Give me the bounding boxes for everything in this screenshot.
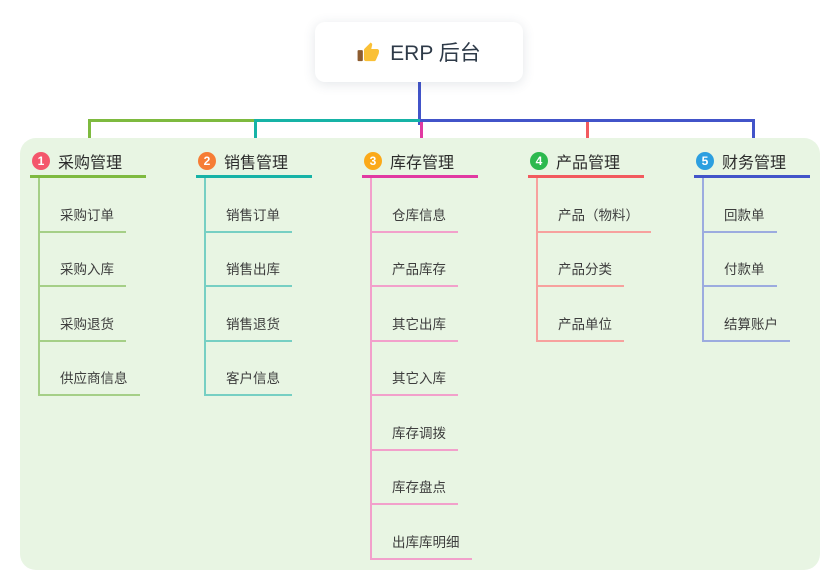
child-row: 销售出库: [206, 233, 312, 287]
root-node[interactable]: ERP 后台: [315, 22, 523, 82]
child-node[interactable]: 采购退货: [40, 313, 126, 342]
branch-label: 采购管理: [58, 154, 123, 172]
branch-connector: [419, 119, 755, 122]
child-node[interactable]: 采购订单: [40, 204, 126, 233]
branch-connector: [87, 119, 257, 122]
child-node[interactable]: 回款单: [704, 204, 777, 233]
branch-children: 采购订单采购入库采购退货供应商信息: [38, 178, 146, 396]
child-node[interactable]: 产品单位: [538, 313, 624, 342]
branch-connector: [419, 122, 423, 146]
branch-header[interactable]: 4 产品管理: [528, 146, 644, 178]
child-node[interactable]: 付款单: [704, 258, 777, 287]
child-row: 产品分类: [538, 233, 644, 287]
child-row: 采购订单: [40, 178, 146, 233]
child-node[interactable]: 采购入库: [40, 258, 126, 287]
branch-connector: [253, 119, 423, 122]
child-row: 付款单: [704, 233, 810, 287]
thumbs-up-icon: [357, 41, 380, 64]
child-row: 回款单: [704, 178, 810, 233]
child-row: 采购退货: [40, 287, 146, 342]
branch-connector: [87, 122, 91, 146]
child-row: 产品单位: [538, 287, 644, 342]
branch-label: 产品管理: [556, 154, 621, 172]
child-row: 库存盘点: [372, 451, 478, 505]
child-node[interactable]: 其它出库: [372, 313, 458, 342]
branch-number-badge: 4: [530, 151, 548, 170]
child-node[interactable]: 出库库明细: [372, 531, 472, 560]
child-node[interactable]: 产品（物料）: [538, 204, 651, 233]
child-row: 结算账户: [704, 287, 810, 342]
branch-children: 产品（物料） 产品分类产品单位: [536, 178, 651, 342]
child-node[interactable]: 仓库信息: [372, 204, 458, 233]
branch-label: 财务管理: [722, 154, 787, 172]
child-row: 产品（物料）: [538, 178, 651, 233]
child-row: 仓库信息: [372, 178, 478, 233]
branch-connector: [585, 122, 589, 146]
branch-column: 1 采购管理采购订单采购入库采购退货供应商信息: [30, 146, 146, 396]
root-title: ERP 后台: [390, 42, 481, 65]
root-connector: [417, 82, 421, 125]
branch-label: 销售管理: [224, 154, 289, 172]
branch-header[interactable]: 5 财务管理: [694, 146, 810, 178]
child-node[interactable]: 销售订单: [206, 204, 292, 233]
child-row: 其它入库: [372, 342, 478, 396]
child-row: 出库库明细: [372, 505, 478, 560]
branches-panel: [20, 138, 820, 570]
branch-number-badge: 2: [198, 151, 216, 170]
branch-column: 2 销售管理销售订单销售出库销售退货客户信息: [196, 146, 312, 396]
child-node[interactable]: 销售退货: [206, 313, 292, 342]
branch-column: 4 产品管理产品（物料） 产品分类产品单位: [528, 146, 651, 342]
child-node[interactable]: 供应商信息: [40, 367, 140, 396]
child-node[interactable]: 结算账户: [704, 313, 790, 342]
child-row: 产品库存: [372, 233, 478, 287]
branch-number-badge: 5: [696, 151, 714, 170]
branch-children: 回款单付款单结算账户: [702, 178, 810, 342]
child-row: 销售订单: [206, 178, 312, 233]
child-node[interactable]: 库存盘点: [372, 476, 458, 505]
branch-header[interactable]: 3 库存管理: [362, 146, 478, 178]
child-node[interactable]: 客户信息: [206, 367, 292, 396]
branch-connector: [253, 122, 257, 146]
child-row: 其它出库: [372, 287, 478, 342]
child-node[interactable]: 其它入库: [372, 367, 458, 396]
branch-number-badge: 3: [364, 151, 382, 170]
child-row: 客户信息: [206, 342, 312, 396]
branch-number-badge: 1: [32, 151, 50, 170]
branch-header[interactable]: 1 采购管理: [30, 146, 146, 178]
child-node[interactable]: 库存调拨: [372, 422, 458, 451]
child-row: 采购入库: [40, 233, 146, 287]
branch-column: 5 财务管理回款单付款单结算账户: [694, 146, 810, 342]
branch-column: 3 库存管理仓库信息产品库存其它出库其它入库库存调拨库存盘点出库库明细: [362, 146, 478, 560]
branch-children: 销售订单销售出库销售退货客户信息: [204, 178, 312, 396]
branch-label: 库存管理: [390, 154, 455, 172]
child-node[interactable]: 产品库存: [372, 258, 458, 287]
child-row: 销售退货: [206, 287, 312, 342]
branch-children: 仓库信息产品库存其它出库其它入库库存调拨库存盘点出库库明细: [370, 178, 478, 560]
child-node[interactable]: 销售出库: [206, 258, 292, 287]
child-node[interactable]: 产品分类: [538, 258, 624, 287]
branch-header[interactable]: 2 销售管理: [196, 146, 312, 178]
child-row: 库存调拨: [372, 396, 478, 451]
branch-connector: [751, 122, 755, 146]
child-row: 供应商信息: [40, 342, 146, 396]
